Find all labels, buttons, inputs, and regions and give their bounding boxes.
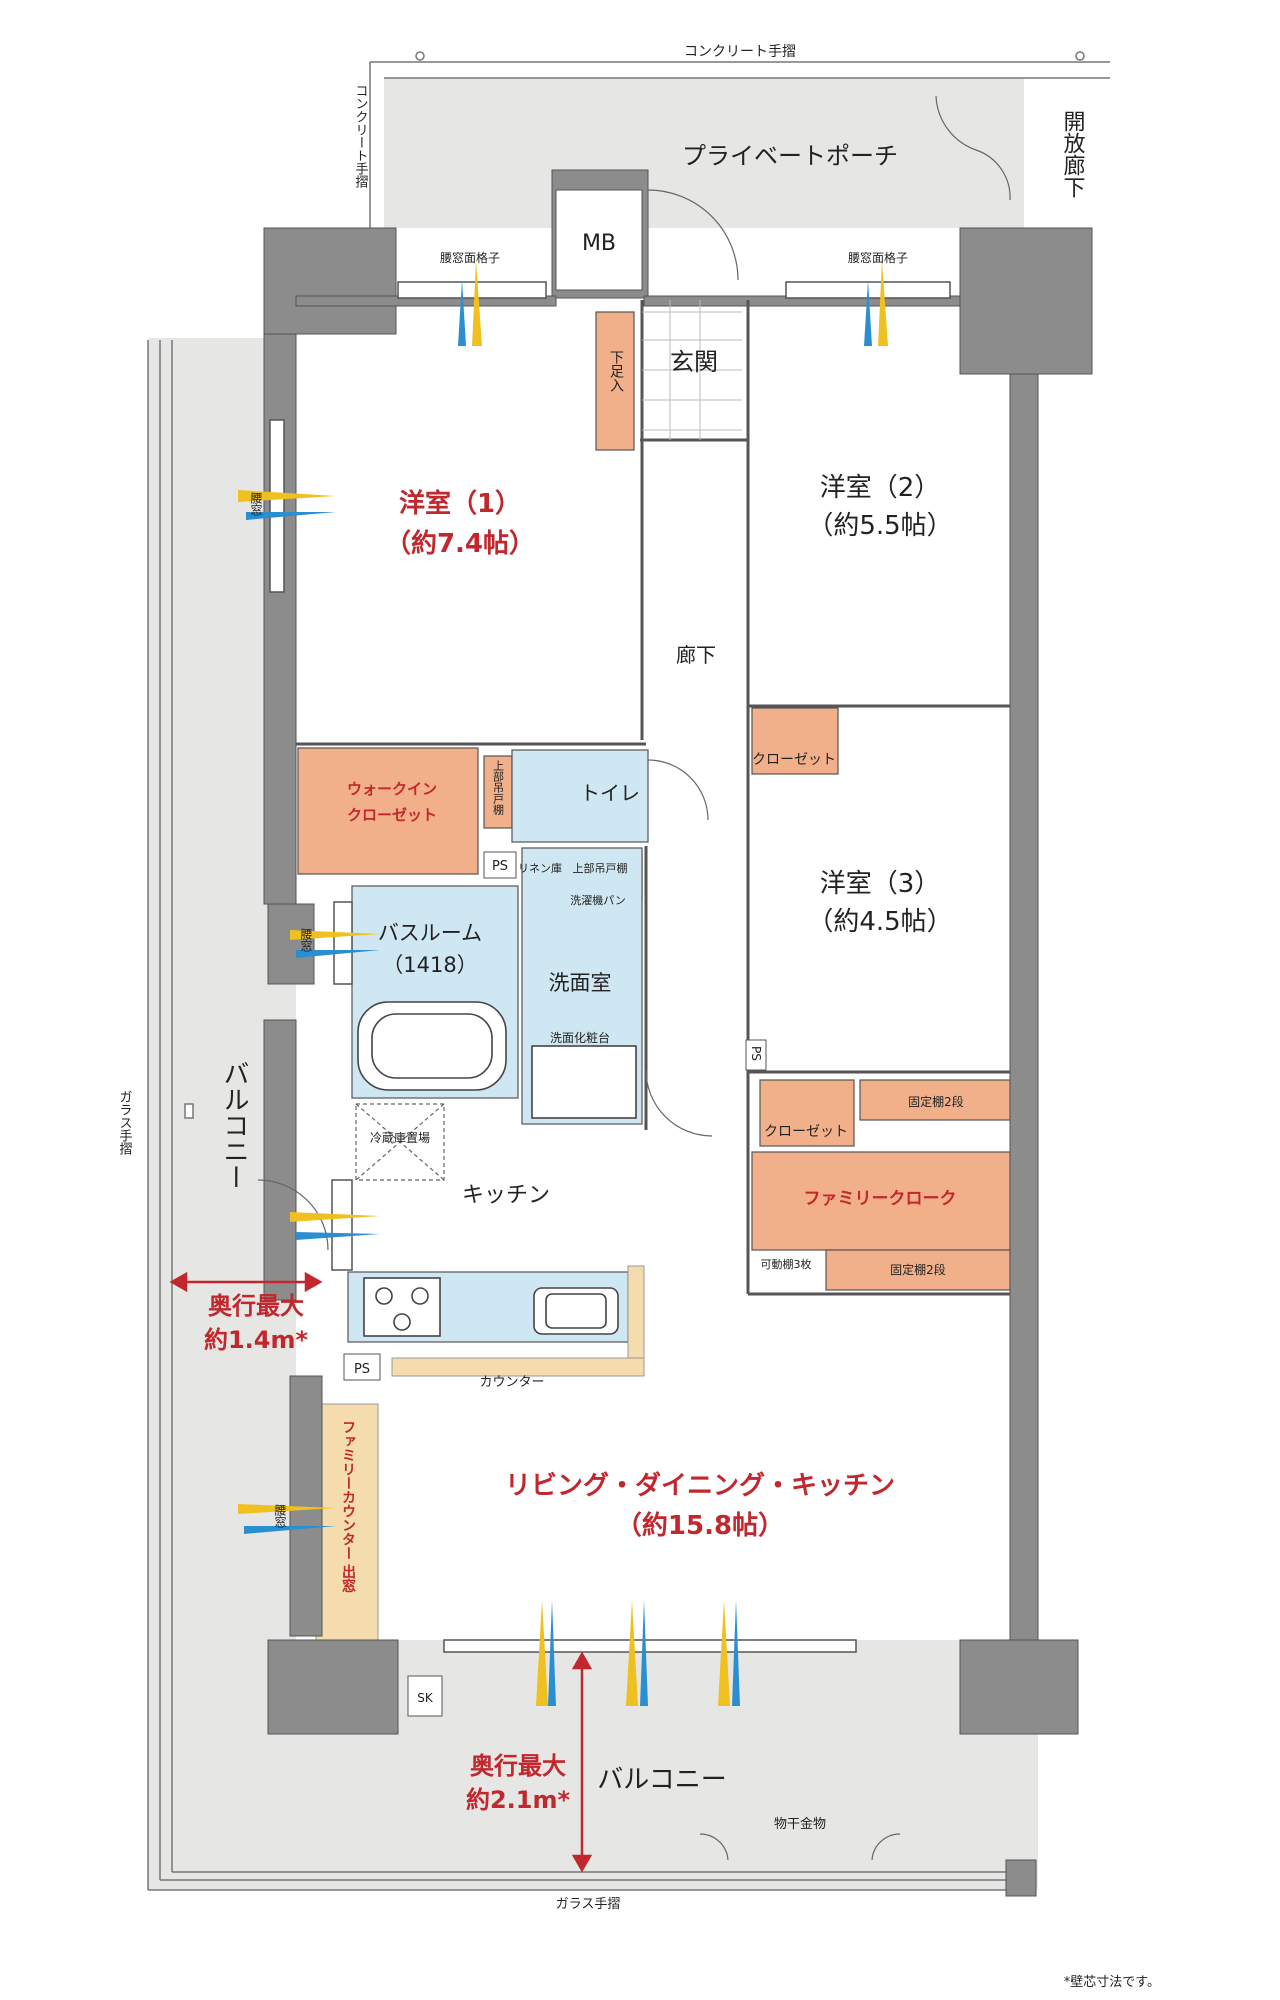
depth-arrow-side <box>169 1271 323 1293</box>
ldk-name: リビング・ダイニング・キッチン <box>505 1470 895 1501</box>
linen-label: リネン庫 <box>518 861 562 875</box>
partitions <box>296 300 1010 1296</box>
laundry-hardware-label: 物干金物 <box>774 1816 826 1832</box>
family-cloak-label: ファミリークローク <box>804 1189 957 1209</box>
walls <box>263 169 1093 1897</box>
ps-label-2: PS <box>749 1046 763 1061</box>
room1-size: （約7.4帖） <box>385 528 535 559</box>
open-corridor-area <box>1024 62 1110 230</box>
open-corridor-label: 開放廊下 <box>1060 110 1086 198</box>
glass-rail-bottom-label: ガラス手摺 <box>556 1897 621 1912</box>
room2-name: 洋室（2） <box>820 473 941 503</box>
concrete-rail-side-label: コンクリート手摺 <box>353 84 369 188</box>
toilet-label: トイレ <box>580 781 640 805</box>
ps-label-3: PS <box>354 1362 370 1377</box>
footnote: *壁芯寸法です。 <box>1064 1975 1160 1990</box>
upper-cabinet-label: 上部吊戸棚 <box>492 760 505 816</box>
concrete-railing <box>369 51 1110 228</box>
upper-cabinet-label-2: 上部吊戸棚 <box>573 861 628 875</box>
family-counter-label: ファミリーカウンター 出窓 <box>340 1420 356 1594</box>
glass-railing <box>147 340 1030 1891</box>
movable-shelf-label: 可動棚3枚 <box>761 1257 812 1271</box>
mb-label: MB <box>582 231 616 256</box>
windows <box>269 281 951 1653</box>
wic-label-2: クローゼット <box>347 806 437 824</box>
washroom-label: 洗面室 <box>549 971 612 995</box>
fridge-space <box>355 1103 445 1181</box>
ps-box-3 <box>343 1353 381 1381</box>
counter-strip <box>391 1357 645 1377</box>
ps-label-1: PS <box>492 859 508 874</box>
fridge-space-label: 冷蔵庫置場 <box>370 1131 430 1145</box>
fixed-shelf-label-2: 固定棚2段 <box>890 1262 946 1277</box>
fixed-shelf-label-1: 固定棚2段 <box>908 1094 964 1109</box>
glass-rail-side-label: ガラス手摺 <box>117 1090 133 1155</box>
sk-label: SK <box>417 1691 434 1705</box>
bathroom-label: バスルーム <box>378 921 482 945</box>
wic-label-1: ウォークイン <box>347 780 437 798</box>
room2-size: （約5.5帖） <box>807 511 952 541</box>
waist-window-grille-label-2: 腰窓面格子 <box>848 250 908 265</box>
sk-box <box>407 1675 443 1717</box>
private-porch-label: プライベートポーチ <box>682 142 898 170</box>
ps-box-1 <box>483 851 517 879</box>
entrance-label: 玄関 <box>670 348 718 376</box>
room1-name: 洋室（1） <box>399 488 521 519</box>
depth-max-side-value: 約1.4m* <box>204 1326 309 1354</box>
depth-max-bottom-value: 約2.1m* <box>466 1786 571 1814</box>
ventilation-indicators <box>238 260 888 1706</box>
closet-label-1: クローゼット <box>752 752 836 768</box>
private-porch-area <box>384 78 1024 228</box>
entrance-floor <box>642 300 742 440</box>
balcony-side-label: バルコニー <box>219 1060 249 1190</box>
depth-arrow-bottom <box>571 1651 593 1873</box>
waist-window-label-3: 腰窓 <box>273 1504 287 1528</box>
waist-window-label-1: 腰窓 <box>249 492 263 516</box>
room3-size: （約4.5帖） <box>807 907 952 937</box>
closet-label-2: クローゼット <box>764 1124 848 1140</box>
ps-box-2 <box>745 1039 767 1071</box>
room3-name: 洋室（3） <box>820 869 941 899</box>
concrete-rail-top-label: コンクリート手摺 <box>684 44 796 60</box>
depth-max-bottom-title: 奥行最大 <box>470 1752 566 1780</box>
balcony-bottom-label: バルコニー <box>597 1765 726 1795</box>
waist-window-grille-label-1: 腰窓面格子 <box>440 250 500 265</box>
fixtures <box>357 1001 637 1337</box>
kitchen-label: キッチン <box>462 1183 550 1208</box>
waist-window-label-2: 腰窓 <box>299 928 313 952</box>
family-counter-area <box>315 1403 379 1645</box>
bathroom-size-label: （1418） <box>382 953 477 977</box>
counter-label: カウンター <box>479 1375 544 1390</box>
ldk-size: （約15.8帖） <box>616 1510 784 1541</box>
washer-pan-label: 洗濯機パン <box>570 893 626 907</box>
depth-max-side-title: 奥行最大 <box>208 1292 304 1320</box>
hallway-label: 廊下 <box>676 643 716 667</box>
shoe-box-label: 下足入 <box>608 350 624 392</box>
vanity-label: 洗面化粧台 <box>550 1030 610 1045</box>
